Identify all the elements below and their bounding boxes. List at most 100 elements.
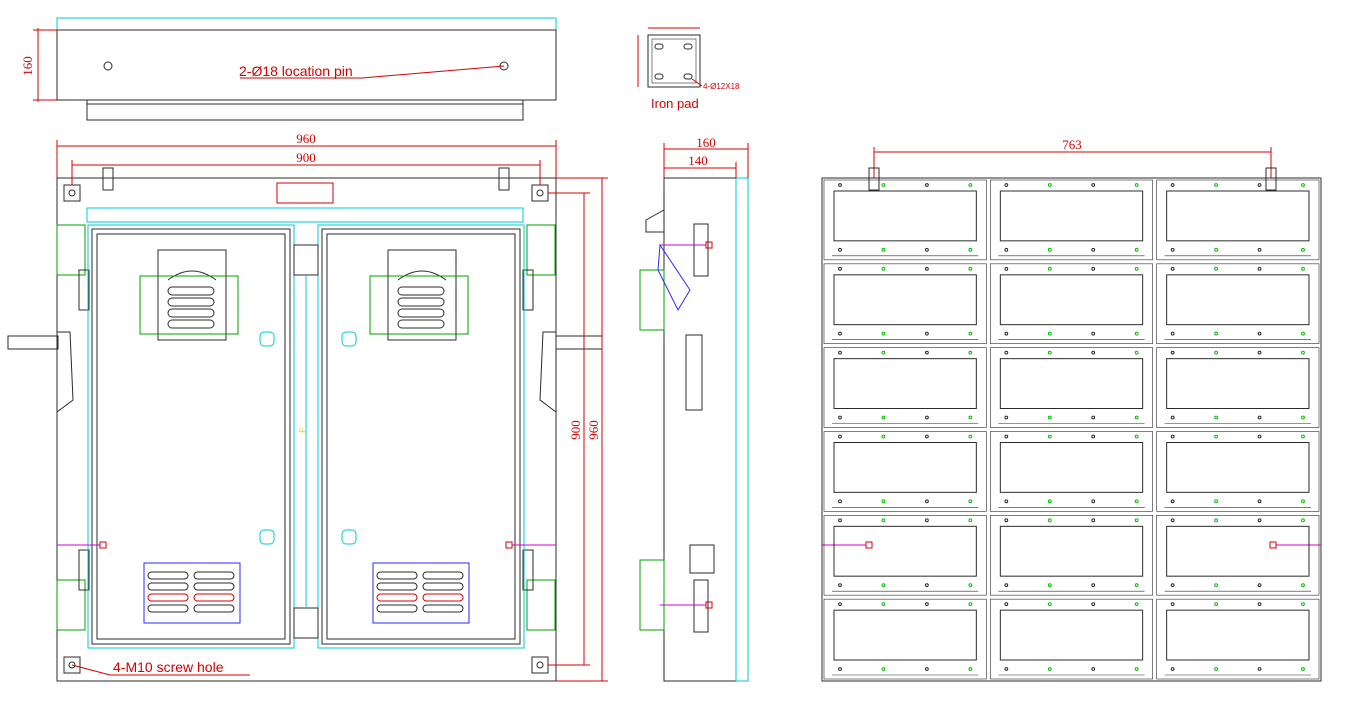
module-dot — [1134, 331, 1139, 336]
module-dot — [838, 266, 842, 271]
module-dot — [1134, 434, 1139, 439]
module-dot — [924, 247, 929, 252]
module-dot — [1134, 602, 1139, 607]
module-dot — [838, 247, 842, 252]
module-dot — [924, 434, 929, 439]
module-dot — [1214, 266, 1219, 271]
module-dot — [838, 518, 842, 523]
module-dot — [881, 183, 886, 187]
module-dot — [1047, 266, 1052, 271]
module-panel — [1166, 190, 1310, 242]
module-dot — [1047, 434, 1052, 439]
module-dot — [838, 499, 842, 504]
module-panel — [999, 609, 1144, 661]
module-dot — [1214, 415, 1219, 420]
module-dot — [1170, 266, 1175, 271]
module-dot — [1134, 247, 1139, 252]
module-dot — [881, 602, 886, 607]
module-dot — [1170, 583, 1175, 588]
module-dot — [1047, 667, 1052, 671]
module-cell — [1156, 431, 1320, 512]
module-dot — [924, 183, 929, 187]
module-dot — [1301, 331, 1305, 336]
module-dot — [1257, 518, 1262, 523]
module-dot — [1214, 434, 1219, 439]
module-dot — [1170, 415, 1175, 420]
module-dot — [924, 602, 929, 607]
module-dot — [968, 247, 973, 252]
module-dot — [1134, 350, 1139, 355]
module-panel — [833, 442, 977, 493]
module-panel — [1166, 609, 1310, 661]
module-dot — [1004, 583, 1009, 588]
module-dot — [1214, 667, 1219, 671]
module-dot — [1301, 247, 1305, 252]
module-dot — [1047, 350, 1052, 355]
module-dot — [1170, 350, 1175, 355]
module-dot — [1004, 247, 1009, 252]
module-dot — [1301, 266, 1305, 271]
module-dot — [1257, 667, 1262, 671]
module-cell — [1156, 263, 1320, 344]
module-dot — [1004, 602, 1009, 607]
module-dot — [1301, 350, 1305, 355]
module-dot — [1301, 667, 1305, 671]
module-dot — [924, 583, 929, 588]
module-cell — [823, 179, 987, 261]
module-dot — [1004, 434, 1009, 439]
module-dot — [881, 434, 886, 439]
module-dot — [838, 415, 842, 420]
module-dot — [1047, 247, 1052, 252]
module-dot — [1134, 499, 1139, 504]
module-cell — [990, 347, 1153, 428]
module-dot — [968, 331, 973, 336]
module-dot — [1214, 350, 1219, 355]
module-dot — [1047, 415, 1052, 420]
side-view — [639, 143, 749, 682]
front-height-inner-dim: 900 — [568, 420, 583, 440]
module-dot — [1214, 183, 1219, 187]
module-dot — [1170, 667, 1175, 671]
front-view — [7, 140, 608, 682]
module-dot — [1047, 602, 1052, 607]
module-dot — [924, 350, 929, 355]
iron-pad-hole-note: 4-Ø12X18 — [703, 82, 740, 91]
module-dot — [1134, 583, 1139, 588]
iron-pad-drawing — [637, 27, 703, 88]
module-cell — [823, 347, 987, 428]
module-cell — [823, 263, 987, 344]
module-dot — [924, 667, 929, 671]
module-cell — [990, 263, 1153, 344]
module-dot — [1091, 350, 1096, 355]
module-dot — [1004, 331, 1009, 336]
module-dot — [1214, 247, 1219, 252]
module-panel — [833, 358, 977, 409]
module-dot — [1170, 183, 1175, 187]
front-width-outer-dim: 960 — [296, 131, 316, 146]
module-dot — [838, 331, 842, 336]
location-pin-left — [103, 61, 113, 71]
module-dot — [1047, 331, 1052, 336]
module-view — [821, 147, 1322, 682]
module-panel — [999, 190, 1144, 242]
module-panel — [999, 525, 1144, 577]
module-dot — [838, 667, 842, 671]
module-dot — [881, 499, 886, 504]
module-dot — [1047, 583, 1052, 588]
module-panel — [1166, 358, 1310, 409]
module-dot — [968, 350, 973, 355]
module-dot — [1214, 583, 1219, 588]
module-cell — [1156, 515, 1320, 596]
screw-hole-note: 4-M10 screw hole — [113, 659, 224, 675]
module-dot — [1214, 602, 1219, 607]
module-panel — [1166, 525, 1310, 577]
module-dot — [881, 583, 886, 588]
module-dot — [924, 266, 929, 271]
module-dot — [924, 499, 929, 504]
module-dot — [881, 331, 886, 336]
module-panel — [1166, 274, 1310, 326]
module-dot — [968, 183, 973, 187]
module-dot — [968, 415, 973, 420]
module-dot — [968, 434, 973, 439]
module-cell — [823, 431, 987, 512]
